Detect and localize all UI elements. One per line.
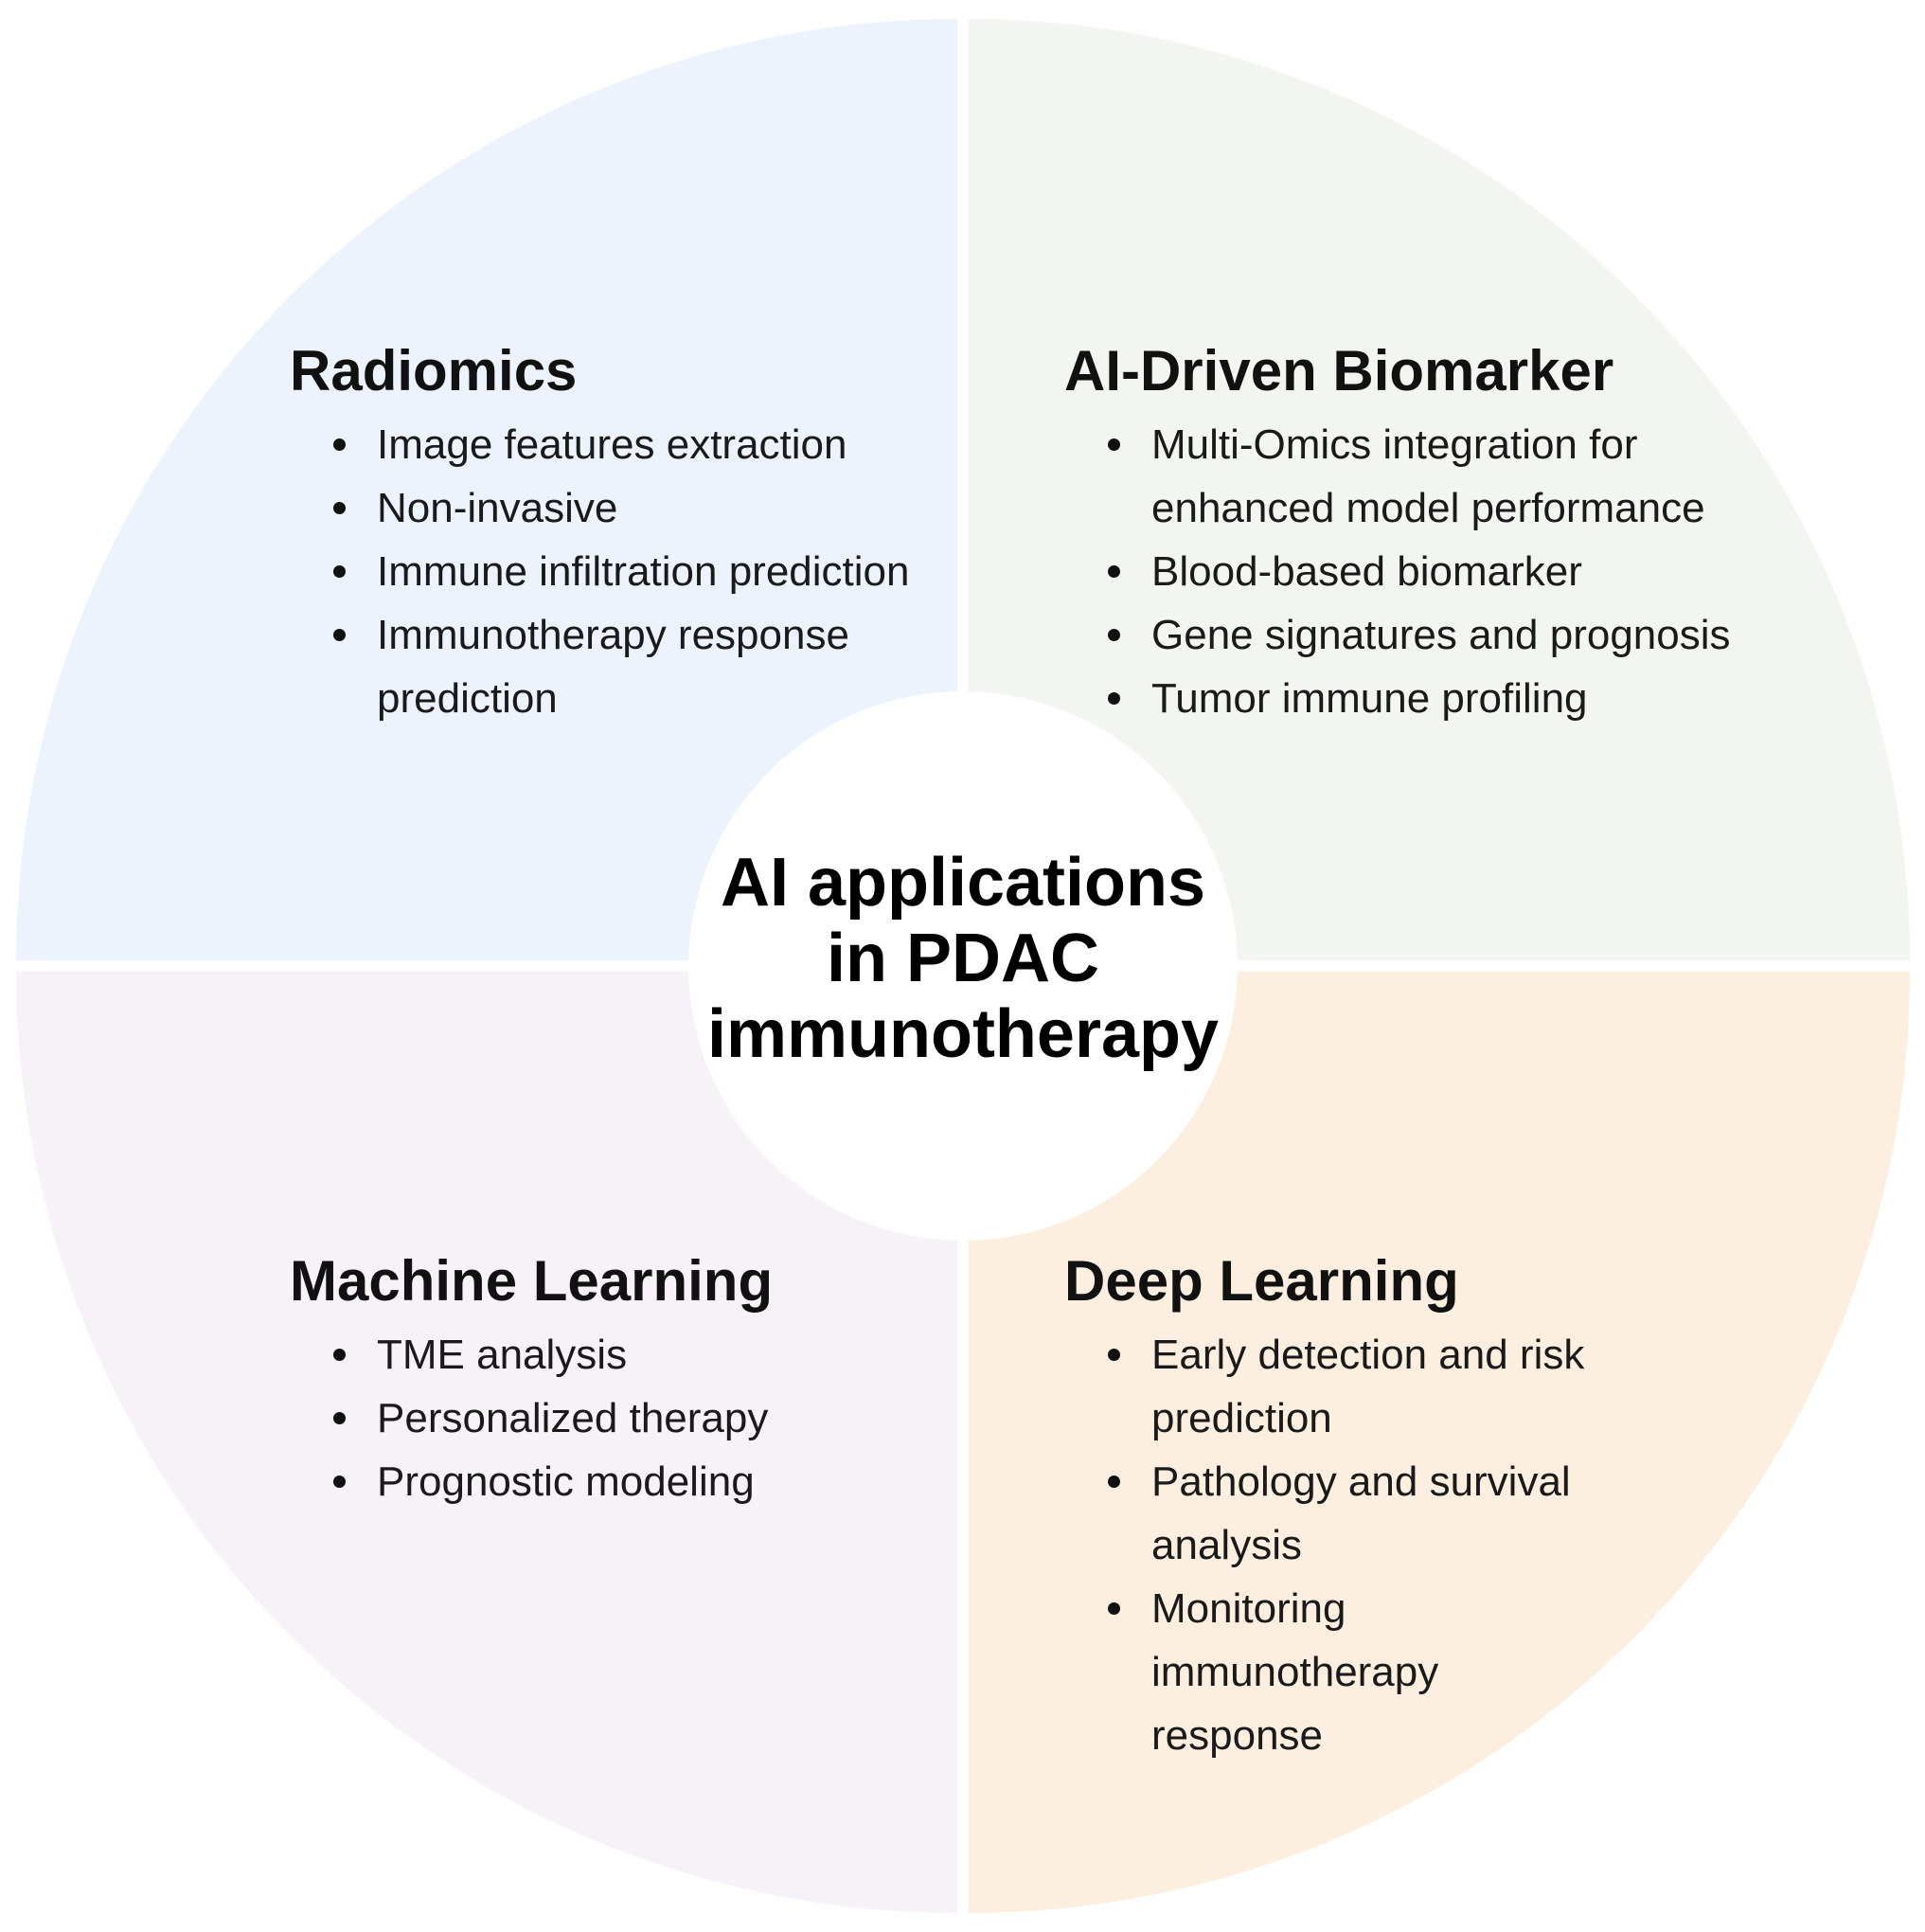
- bullet-item: Multi-Omics integration for enhanced mode…: [1064, 413, 1784, 540]
- bullet-text-line: TME analysis: [377, 1332, 628, 1378]
- quadrant-ai-driven-biomarker: AI-Driven Biomarker Multi-Omics integrat…: [1064, 337, 1784, 730]
- bullet-text-line: Pathology and survival: [1151, 1458, 1571, 1505]
- quadrant-sectors: [16, 19, 1910, 1913]
- bullet-text-line: Early detection and risk: [1151, 1332, 1585, 1378]
- bullet-text-line: Gene signatures and prognosis: [1151, 612, 1731, 658]
- bullet-text-line: Tumor immune profiling: [1151, 675, 1588, 722]
- bullet-item: Immunotherapy response prediction: [290, 603, 971, 730]
- center-title-line: immunotherapy: [706, 996, 1220, 1072]
- bullet-dot-icon: [1108, 565, 1120, 578]
- bullet-text-line: response: [1151, 1712, 1324, 1759]
- bullet-text-line: analysis: [1151, 1522, 1302, 1568]
- bullet-dot-icon: [1108, 438, 1120, 451]
- bullet-text-line: immunotherapy: [1151, 1649, 1439, 1695]
- bullet-item: Monitoring immunotherapy response: [1064, 1577, 1595, 1767]
- bullet-text-line: Non-invasive: [377, 485, 618, 531]
- center-title-line: in PDAC: [827, 921, 1099, 996]
- bullet-dot-icon: [333, 1476, 346, 1488]
- bullet-item: Image features extraction: [290, 413, 971, 476]
- quadrant-title: Machine Learning: [290, 1249, 774, 1313]
- bullet-text-line: Image features extraction: [377, 421, 847, 468]
- bullet-text-line: prediction: [1151, 1395, 1332, 1441]
- bullet-text-line: enhanced model performance: [1151, 485, 1705, 531]
- bullet-text-line: Prognostic modeling: [377, 1458, 755, 1505]
- bullet-item: Prognostic modeling: [290, 1450, 971, 1513]
- bullet-item: Early detection and risk prediction: [1064, 1323, 1595, 1450]
- sector-machine-learning: [16, 972, 957, 1913]
- bullet-dot-icon: [1108, 629, 1120, 641]
- bullet-dot-icon: [1108, 1602, 1120, 1615]
- bullet-item: Pathology and survival analysis: [1064, 1450, 1595, 1577]
- bullet-item: Immune infiltration prediction: [290, 540, 971, 603]
- center-circle: [688, 691, 1238, 1241]
- bullet-item: TME analysis: [290, 1323, 971, 1386]
- sector-ai-driven-biomarker: [969, 19, 1910, 960]
- bullet-dot-icon: [333, 438, 346, 451]
- center-title-line: AI applications: [720, 845, 1206, 921]
- bullet-text-line: Personalized therapy: [377, 1395, 769, 1441]
- bullet-item: Blood-based biomarker: [1064, 540, 1784, 603]
- sector-deep-learning: [969, 972, 1910, 1913]
- bullet-text-line: Immune infiltration prediction: [377, 548, 910, 595]
- bullet-item: Gene signatures and prognosis: [1064, 603, 1784, 667]
- quadrant-deep-learning: Deep Learning Early detection and risk pr…: [1064, 1247, 1595, 1767]
- bullet-dot-icon: [1108, 1476, 1120, 1488]
- quadrant-bullet-list: Multi-Omics integration for enhanced mode…: [1064, 413, 1784, 730]
- bullet-text-line: Monitoring: [1151, 1585, 1346, 1632]
- bullet-item: Non-invasive: [290, 476, 971, 540]
- bullet-item: Personalized therapy: [290, 1386, 971, 1450]
- bullet-dot-icon: [333, 1412, 346, 1424]
- bullet-text-line: Immunotherapy response: [377, 612, 849, 658]
- bullet-dot-icon: [1108, 1349, 1120, 1361]
- quadrant-title: Deep Learning: [1064, 1249, 1459, 1313]
- bullet-dot-icon: [1108, 692, 1120, 705]
- bullet-text-line: Multi-Omics integration for: [1151, 421, 1638, 468]
- sector-radiomics: [16, 19, 957, 960]
- quadrant-title: AI-Driven Biomarker: [1064, 339, 1614, 402]
- bullet-dot-icon: [333, 629, 346, 641]
- bullet-dot-icon: [333, 502, 346, 514]
- quadrant-title: Radiomics: [290, 339, 578, 402]
- bullet-item: Tumor immune profiling: [1064, 667, 1784, 730]
- bullet-text-line: prediction: [377, 675, 558, 722]
- center-title: AI applications in PDAC immunotherapy: [679, 845, 1247, 1072]
- bullet-text-line: Blood-based biomarker: [1151, 548, 1582, 595]
- bullet-dot-icon: [333, 1349, 346, 1361]
- bullet-dot-icon: [333, 565, 346, 578]
